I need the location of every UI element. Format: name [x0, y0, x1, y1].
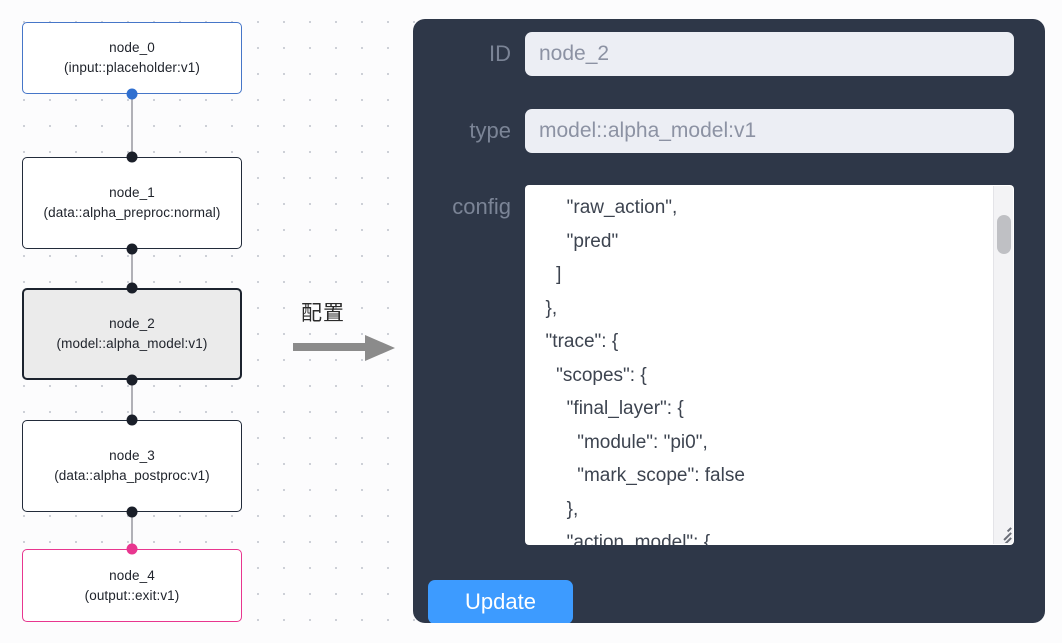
node-subtitle: (input::placeholder:v1)	[64, 60, 200, 75]
config-scrollbar-thumb[interactable]	[997, 214, 1011, 254]
node-title: node_3	[109, 448, 155, 464]
id-field-label: ID	[489, 41, 511, 66]
config-textarea[interactable]	[525, 185, 1014, 545]
port-in-node_3[interactable]	[126, 414, 138, 426]
graph-node-node_0[interactable]: node_0(input::placeholder:v1)	[22, 22, 242, 94]
annotation-label: 配置	[301, 301, 345, 325]
arrow-right-icon	[293, 335, 395, 361]
edge-node_0-node_1[interactable]	[131, 94, 133, 157]
type-field-label: type	[469, 118, 511, 143]
id-input[interactable]	[525, 32, 1014, 76]
node-subtitle: (model::alpha_model:v1)	[56, 336, 208, 351]
node-title: node_1	[109, 185, 155, 201]
type-input[interactable]	[525, 109, 1014, 153]
resize-grip-icon[interactable]	[994, 525, 1012, 543]
edge-node_1-node_2[interactable]	[131, 249, 133, 288]
config-textarea-wrap	[525, 185, 1014, 545]
node-subtitle: (data::alpha_preproc:normal)	[43, 205, 221, 220]
port-out-node_3[interactable]	[126, 506, 138, 518]
graph-node-node_3[interactable]: node_3(data::alpha_postproc:v1)	[22, 420, 242, 512]
port-out-node_1[interactable]	[126, 243, 138, 255]
port-in-node_1[interactable]	[126, 151, 138, 163]
node-subtitle: (data::alpha_postproc:v1)	[54, 468, 210, 483]
graph-node-node_1[interactable]: node_1(data::alpha_preproc:normal)	[22, 157, 242, 249]
graph-node-node_2[interactable]: node_2(model::alpha_model:v1)	[22, 288, 242, 380]
node-title: node_2	[109, 316, 155, 332]
port-in-node_4[interactable]	[126, 543, 138, 555]
port-out-node_2[interactable]	[126, 374, 138, 386]
update-button[interactable]: Update	[428, 580, 573, 623]
node-title: node_0	[109, 40, 155, 56]
config-field-label: config	[452, 194, 511, 219]
config-scrollbar[interactable]	[993, 186, 1013, 544]
graph-node-node_4[interactable]: node_4(output::exit:v1)	[22, 549, 242, 622]
node-subtitle: (output::exit:v1)	[84, 587, 180, 603]
field-row-id: ID	[413, 32, 1045, 76]
edge-node_2-node_3[interactable]	[131, 380, 133, 420]
field-row-config: config	[413, 185, 1045, 545]
field-row-type: type	[413, 109, 1045, 153]
node-title: node_4	[109, 567, 155, 583]
port-out-node_0[interactable]	[126, 88, 138, 100]
node-config-panel: ID type config Update	[413, 19, 1045, 623]
port-in-node_2[interactable]	[126, 282, 138, 294]
edge-node_3-node_4[interactable]	[131, 512, 133, 549]
annotation-configure: 配置	[293, 297, 403, 367]
